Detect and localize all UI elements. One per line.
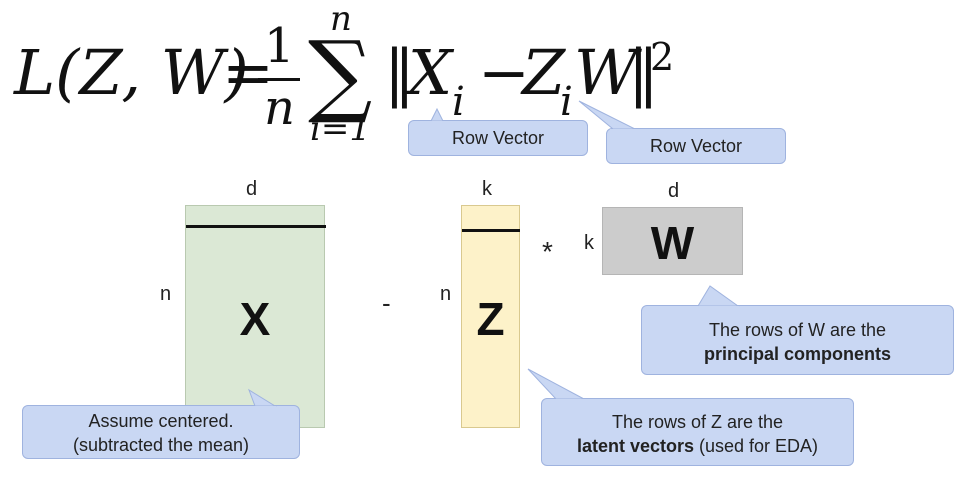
row-vector-label-2: Row Vector xyxy=(649,136,743,156)
callout-pointer xyxy=(578,100,636,131)
x-row-dim-label: n xyxy=(160,283,172,305)
matrix-z-label: Z xyxy=(476,293,505,345)
callout-pointer xyxy=(697,285,740,308)
callout-pointer xyxy=(430,107,444,123)
times-operator: * xyxy=(542,236,553,267)
matrix-x-row-bar xyxy=(186,225,326,228)
sum-lower-limit: i=1 xyxy=(310,109,371,149)
z-rows-text-bold: latent vectors xyxy=(576,436,694,456)
matrix-w xyxy=(602,207,743,275)
fraction-denominator: n xyxy=(264,80,295,136)
centered-text-line2: (subtracted the mean) xyxy=(72,435,250,455)
w-term: W xyxy=(574,36,638,109)
centered-text-line1: Assume centered. xyxy=(88,411,234,431)
z-row-dim-label: n xyxy=(440,283,452,305)
fraction-bar xyxy=(258,78,300,81)
z-i-subscript: i xyxy=(560,79,573,125)
formula-equals: = xyxy=(222,36,274,109)
z-rows-text-rest: (used for EDA) xyxy=(694,436,819,456)
callout-pointer xyxy=(248,388,277,408)
w-row-dim-label: k xyxy=(584,232,594,254)
norm-close: ‖ xyxy=(628,36,659,109)
formula-lhs: L(Z, W) xyxy=(14,36,249,109)
centered-callout: Assume centered. (subtracted the mean) xyxy=(22,388,300,459)
minus-operator: - xyxy=(382,288,391,318)
loss-formula: L(Z, W) = 1 n n ∑ i=1 ‖ X i − Z i W ‖ 2 xyxy=(0,0,700,160)
matrix-z xyxy=(461,205,520,428)
w-col-dim-label: d xyxy=(668,180,680,202)
z-rows-text-line1: The rows of Z are the xyxy=(611,412,784,432)
z-rows-callout: The rows of Z are the latent vectors (us… xyxy=(527,368,854,466)
matrix-z-row-bar xyxy=(462,229,520,232)
w-rows-callout: The rows of W are the principal componen… xyxy=(641,285,954,375)
matrix-x xyxy=(185,205,325,428)
w-rows-text-line1: The rows of W are the xyxy=(708,320,887,340)
callout-pointer xyxy=(527,368,585,401)
matrix-w-label: W xyxy=(650,217,695,269)
norm-open: ‖ xyxy=(384,36,415,109)
power-two: 2 xyxy=(650,35,675,79)
w-rows-text-bold: principal components xyxy=(703,344,892,364)
z-i-base: Z xyxy=(522,36,566,109)
sum-upper-limit: n xyxy=(330,0,352,39)
formula-minus: − xyxy=(478,36,530,109)
x-col-dim-label: d xyxy=(246,178,258,200)
z-rows-text-line2: latent vectors (used for EDA) xyxy=(542,434,853,458)
x-i-base: X xyxy=(408,36,453,109)
row-vector-label-1: Row Vector xyxy=(451,128,545,148)
row-vector-callout-2: Row Vector xyxy=(578,100,786,164)
fraction-numerator: 1 xyxy=(264,18,295,74)
z-col-dim-label: k xyxy=(482,178,492,200)
sum-symbol: ∑ xyxy=(308,22,373,127)
x-i-subscript: i xyxy=(452,79,465,125)
matrix-x-label: X xyxy=(239,293,271,345)
row-vector-callout-1: Row Vector xyxy=(408,107,588,156)
